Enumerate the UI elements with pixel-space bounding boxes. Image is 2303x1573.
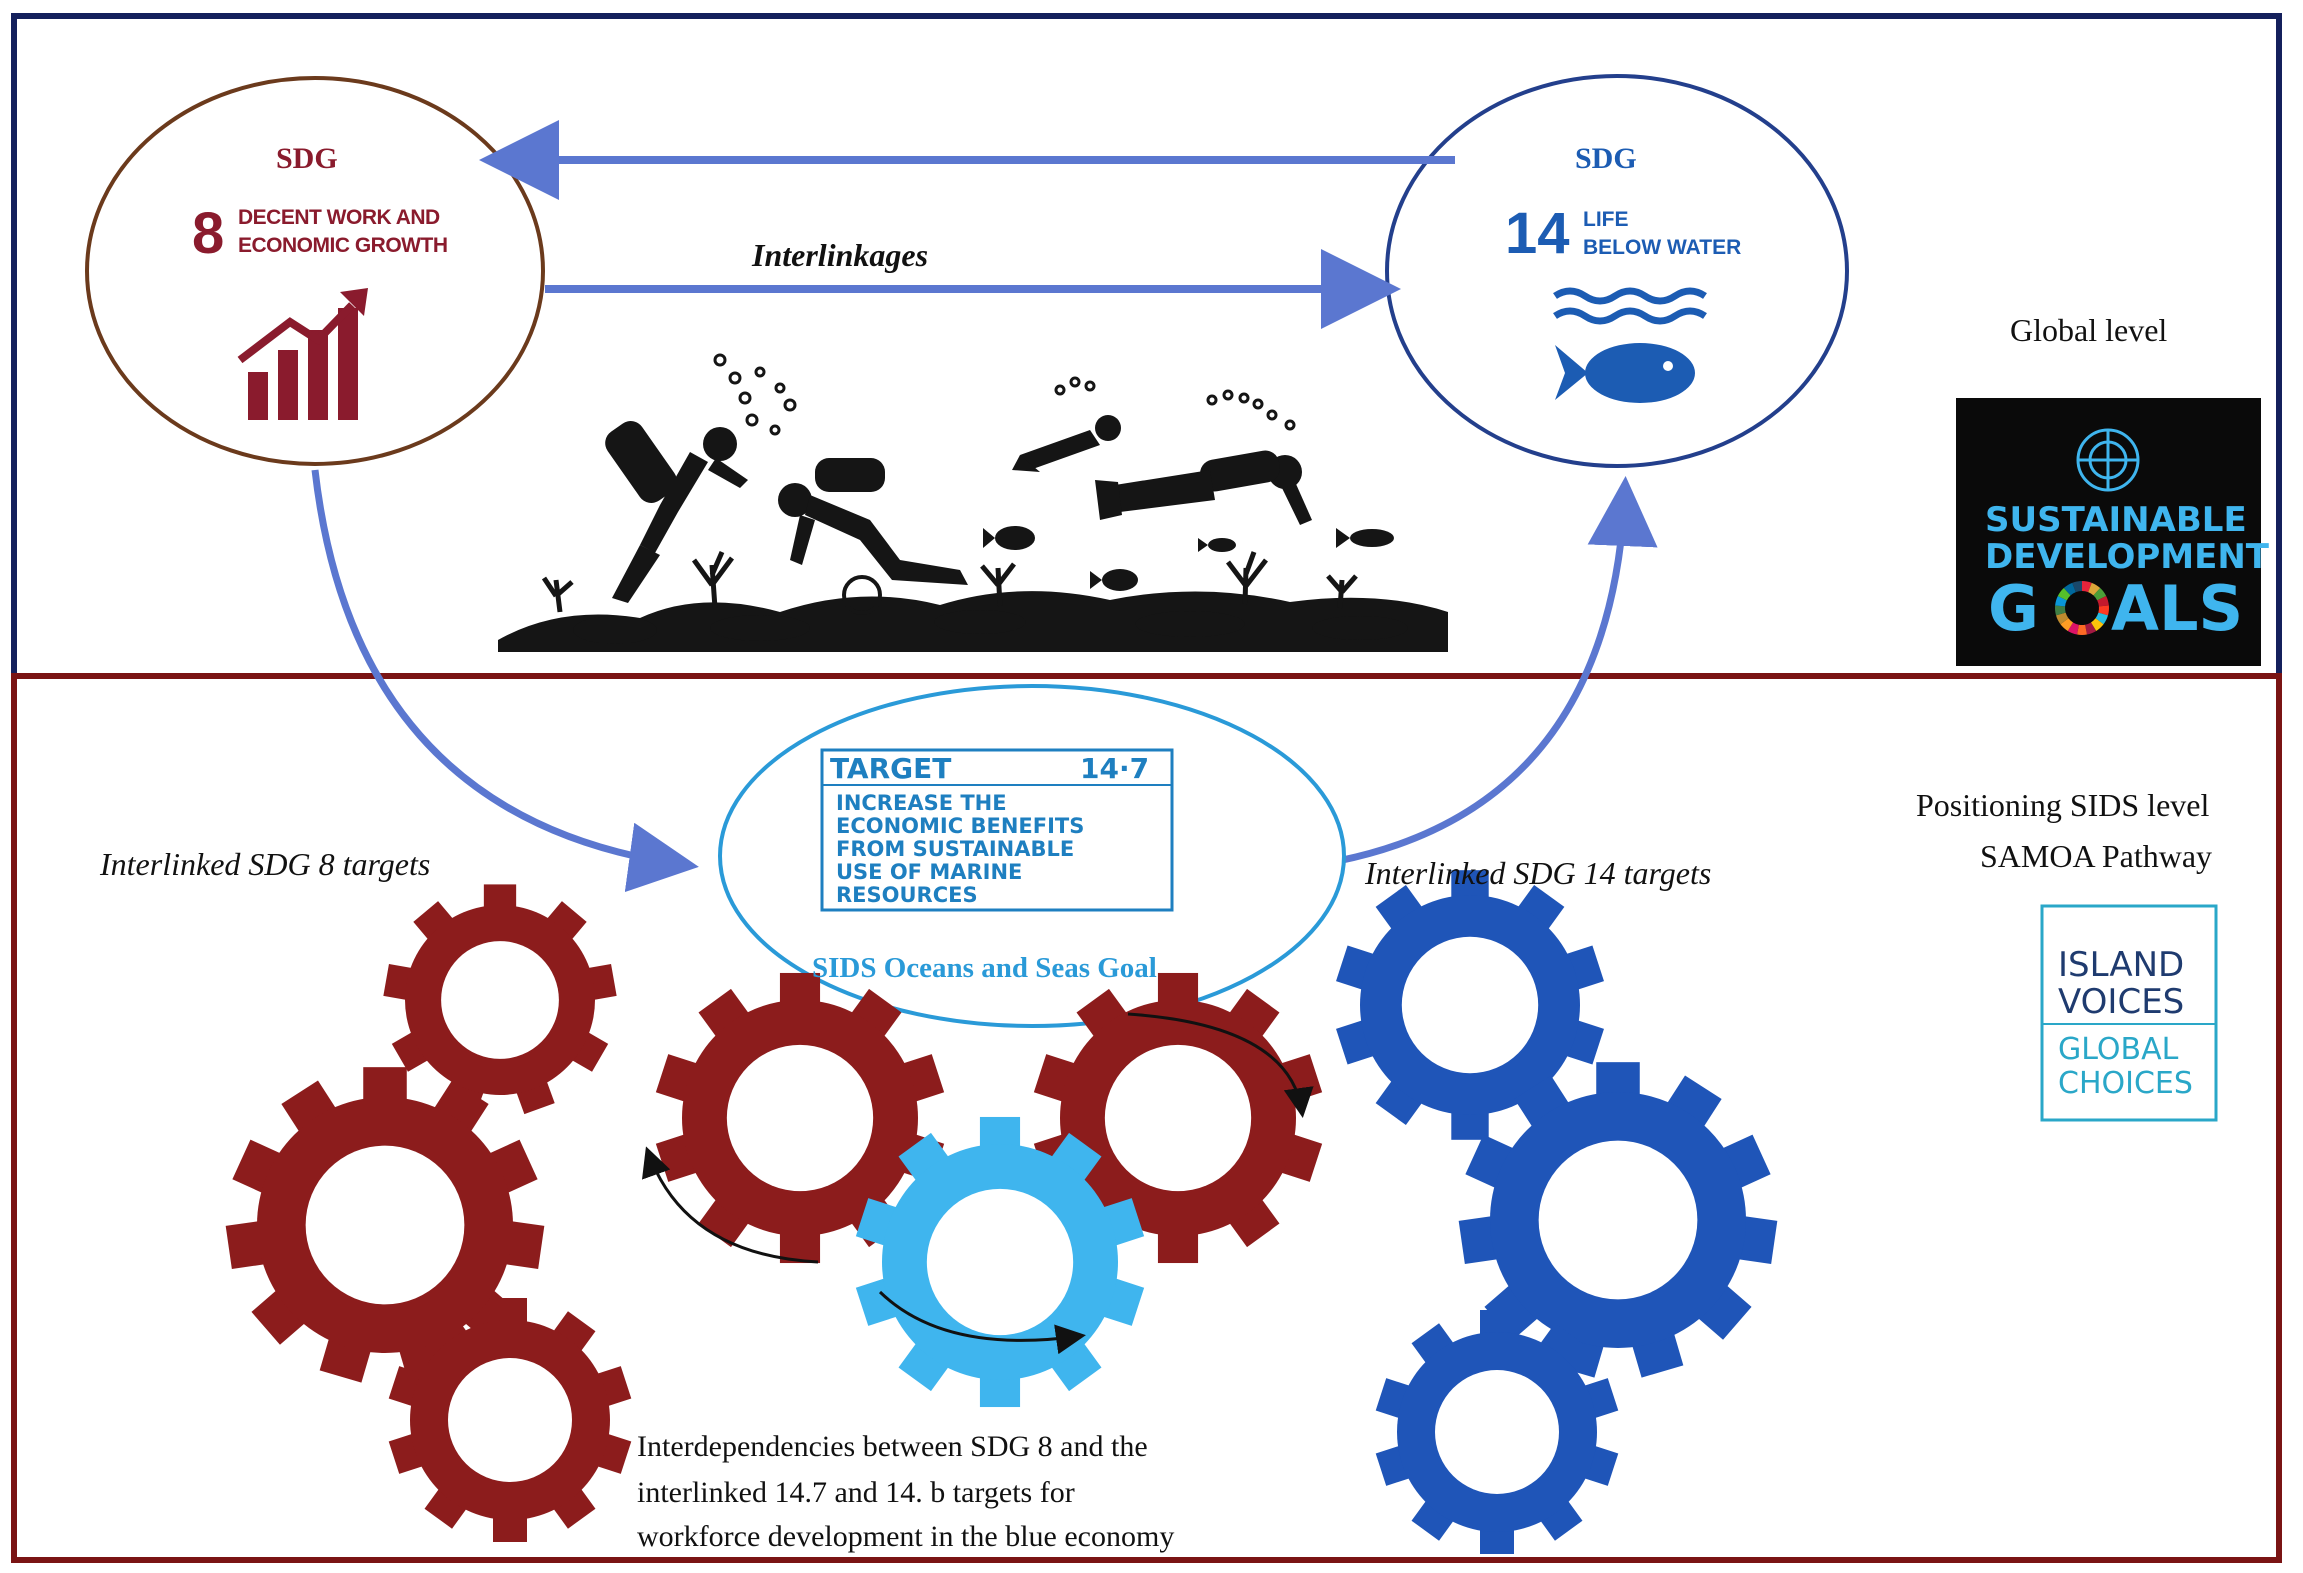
target-label: TARGET xyxy=(830,752,952,785)
target-description-line: INCREASE THE xyxy=(836,791,1007,815)
island-voices-line3: GLOBAL xyxy=(2058,1032,2179,1067)
sdg8-number: 8 xyxy=(192,201,225,266)
sdg14-title-line1: LIFE xyxy=(1583,208,1629,231)
gear-icon xyxy=(225,1067,545,1383)
target-description-line: USE OF MARINE xyxy=(836,860,1023,884)
target-description-line: ECONOMIC BENEFITS xyxy=(836,814,1085,838)
gear-icon xyxy=(855,1116,1145,1408)
sdg14-circle xyxy=(1385,74,1849,468)
sdg-logo-line3a: G xyxy=(1988,572,2039,645)
sdg-logo-line2: DEVELOPMENT xyxy=(1985,537,2269,577)
rotation-arrow-3 xyxy=(1127,1012,1314,1118)
sdg8-circle xyxy=(85,76,545,466)
target-ellipse xyxy=(718,684,1346,1028)
target-box xyxy=(820,748,1174,912)
sdg-logo-line3b: ALS xyxy=(2111,572,2244,645)
rotation-arrow-2 xyxy=(878,1290,1086,1355)
gear-icon xyxy=(388,1298,632,1542)
divers-underwater-icon xyxy=(498,353,1448,652)
gear-icon xyxy=(1375,1310,1619,1554)
target-description-line: FROM SUSTAINABLE xyxy=(836,837,1075,861)
rotation-arrow-1 xyxy=(642,1146,819,1264)
interlinkages-label: Interlinkages xyxy=(752,237,929,273)
fish-waves-icon xyxy=(1553,287,1707,403)
target-number: 14·7 xyxy=(1080,752,1150,785)
arrow-sdg8-to-target xyxy=(311,469,699,893)
sdg-wheel-icon xyxy=(2055,581,2109,635)
sdg-logo-line1: SUSTAINABLE xyxy=(1985,500,2247,540)
un-emblem-icon xyxy=(2076,428,2140,492)
bottom-caption-line1: Interdependencies between SDG 8 and the xyxy=(637,1430,1148,1463)
gear-icon xyxy=(1458,1062,1778,1378)
sdg14-title-line2: BELOW WATER xyxy=(1583,236,1742,259)
left-caption: Interlinked SDG 8 targets xyxy=(100,846,431,882)
sdg8-sdg-label: SDG xyxy=(276,142,338,175)
gear-icon xyxy=(655,972,945,1264)
sids-level-line1: Positioning SIDS level xyxy=(1916,787,2210,823)
bottom-caption-line2: interlinked 14.7 and 14. b targets for xyxy=(637,1476,1075,1509)
island-voices-logo-box xyxy=(2040,904,2218,1122)
island-voices-line1: ISLAND xyxy=(2058,945,2185,985)
sdg14-number: 14 xyxy=(1505,201,1570,266)
sdg8-title-line1: DECENT WORK AND xyxy=(238,206,440,229)
sdg8-title-line2: ECONOMIC GROWTH xyxy=(238,234,448,257)
growth-chart-icon xyxy=(237,288,368,420)
gear-icon xyxy=(383,884,617,1115)
arrow-target-to-sdg14 xyxy=(1274,476,1658,874)
gear-icon xyxy=(1033,972,1323,1264)
right-caption: Interlinked SDG 14 targets xyxy=(1365,855,1712,891)
island-voices-line4: CHOICES xyxy=(2058,1066,2193,1101)
sids-level-frame xyxy=(11,673,2282,1563)
global-level-label: Global level xyxy=(2010,312,2168,348)
bottom-caption-line3: workforce development in the blue econom… xyxy=(637,1520,1175,1553)
island-voices-line2: VOICES xyxy=(2058,982,2185,1022)
gear-icon xyxy=(1336,870,1604,1140)
sids-oceans-goal: SIDS Oceans and Seas Goal xyxy=(812,952,1157,984)
sdg14-sdg-label: SDG xyxy=(1575,142,1637,175)
target-description-line: RESOURCES xyxy=(836,883,978,907)
sids-level-line2: SAMOA Pathway xyxy=(1980,838,2213,874)
